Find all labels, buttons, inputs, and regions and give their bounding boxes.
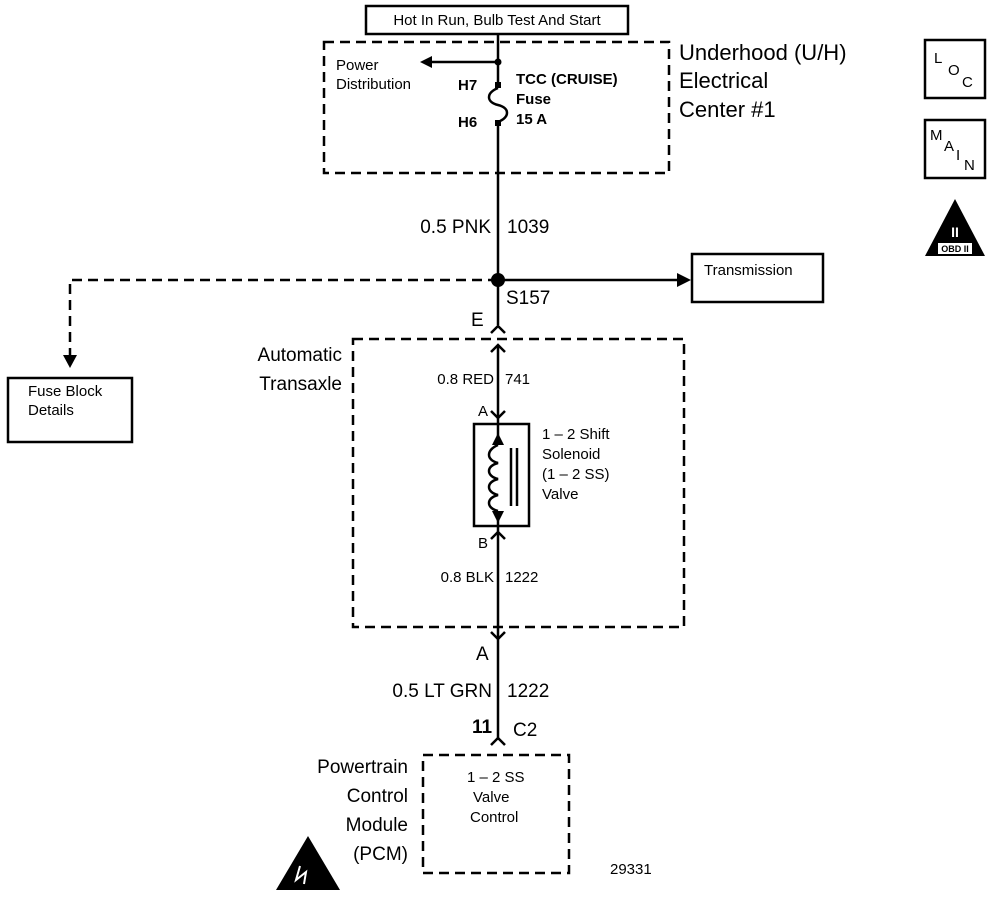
fuse-label-3: 15 A	[516, 111, 547, 128]
connector-e-symbol	[490, 324, 506, 334]
solenoid-box	[472, 422, 531, 528]
h6-pin	[495, 120, 501, 126]
underhood-title-1: Underhood (U/H)	[679, 40, 847, 65]
connector-e-label: E	[471, 310, 484, 331]
fuse-block-box	[6, 376, 134, 444]
solenoid-label-4: Valve	[542, 486, 578, 503]
main-icon: M A I N	[923, 118, 987, 180]
pcm-connector-symbol	[490, 736, 506, 746]
h7-pin	[495, 82, 501, 88]
transmission-box	[690, 252, 825, 304]
esd-warning-icon	[276, 836, 340, 890]
svg-text:I: I	[956, 147, 960, 164]
pcm-connector-label: C2	[513, 720, 537, 741]
pcm-box	[421, 753, 571, 875]
pcm-internal-1: 1 – 2 SS	[467, 769, 525, 786]
underhood-title-2: Electrical	[679, 68, 768, 93]
fuse-label-1: TCC (CRUISE)	[516, 71, 618, 88]
solenoid-label-3: (1 – 2 SS)	[542, 466, 610, 483]
svg-text:II: II	[951, 224, 959, 240]
pcm-title-1: Powertrain	[317, 757, 408, 778]
svg-text:A: A	[944, 138, 954, 155]
s157-label: S157	[506, 288, 550, 309]
fuse-label-2: Fuse	[516, 91, 551, 108]
pin-a-label: A	[478, 403, 488, 420]
obd-ii-icon: II OBD II	[925, 199, 985, 256]
svg-text:N: N	[964, 157, 975, 174]
pnk-wire-color: 0.5 PNK	[420, 217, 491, 238]
solenoid-label-2: Solenoid	[542, 446, 600, 463]
pcm-internal-2: Valve	[473, 789, 509, 806]
transmission-label: Transmission	[704, 262, 793, 279]
pcm-pin-label: 11	[472, 717, 493, 738]
fuse-symbol	[487, 86, 509, 124]
pcm-internal-3: Control	[470, 809, 518, 826]
pcm-title-4: (PCM)	[353, 844, 408, 865]
loc-icon: L O C	[923, 38, 987, 100]
blk-wire-circuit: 1222	[505, 569, 538, 586]
hot-in-run-label: Hot In Run, Bulb Test And Start	[393, 12, 601, 29]
pin-b-label: B	[478, 535, 488, 552]
transaxle-box	[351, 337, 686, 629]
h7-terminal	[494, 58, 502, 66]
figure-number: 29331	[610, 861, 652, 878]
svg-text:M: M	[930, 127, 943, 144]
pcm-title-3: Module	[346, 815, 408, 836]
pnk-wire-circuit: 1039	[507, 217, 549, 238]
solenoid-arrow-up	[492, 433, 504, 445]
underhood-title-3: Center #1	[679, 97, 776, 122]
lt-grn-wire-color: 0.5 LT GRN	[392, 681, 492, 702]
svg-text:OBD II: OBD II	[941, 244, 969, 254]
red-wire-color: 0.8 RED	[437, 371, 494, 388]
transaxle-title-2: Transaxle	[259, 374, 342, 395]
transaxle-title-1: Automatic	[258, 345, 342, 366]
svg-text:O: O	[948, 62, 960, 79]
fuse-block-arrow	[63, 355, 77, 368]
underhood-center-box	[322, 40, 671, 175]
h7-label: H7	[458, 77, 477, 94]
fuse-block-label-1: Fuse Block	[28, 383, 103, 400]
red-wire-circuit: 741	[505, 371, 530, 388]
fuse-block-label-2: Details	[28, 402, 74, 419]
power-distribution-arrow	[420, 56, 432, 68]
connector-a-label: A	[476, 644, 489, 665]
solenoid-coil	[487, 443, 499, 513]
fuse-block-dashed-wire	[68, 278, 498, 358]
svg-text:C: C	[962, 74, 973, 91]
lt-grn-wire-circuit: 1222	[507, 681, 549, 702]
h6-label: H6	[458, 114, 477, 131]
transmission-arrow	[677, 273, 691, 287]
power-distribution-label-1: Power	[336, 57, 379, 74]
blk-wire-color: 0.8 BLK	[441, 569, 494, 586]
pcm-title-2: Control	[347, 786, 408, 807]
power-distribution-label-2: Distribution	[336, 76, 411, 93]
svg-text:L: L	[934, 50, 942, 67]
solenoid-label-1: 1 – 2 Shift	[542, 426, 610, 443]
